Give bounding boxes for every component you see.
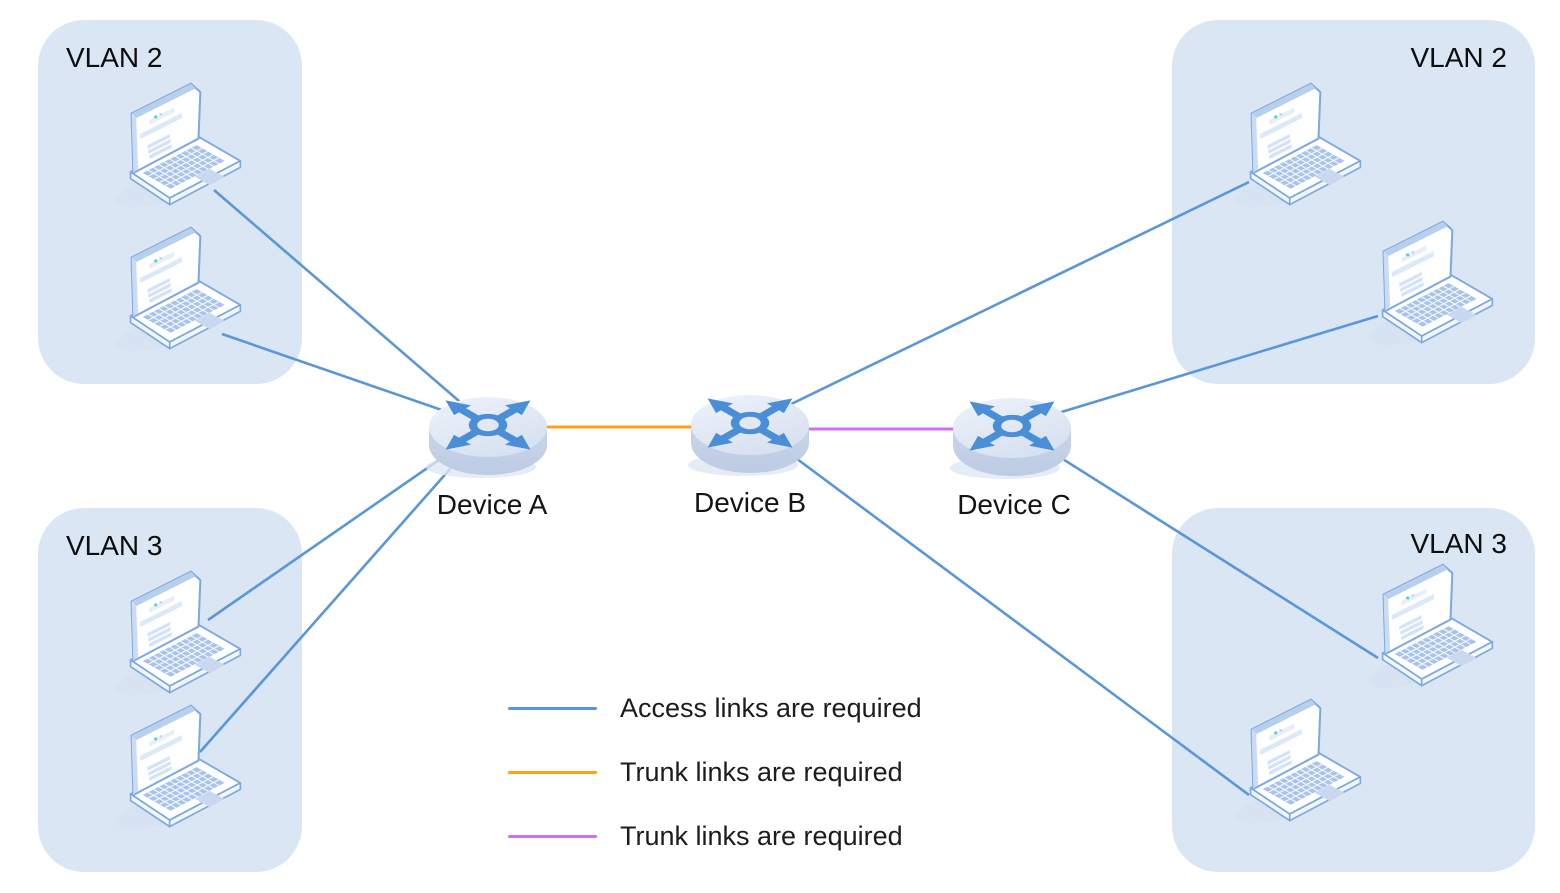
legend-row-access: Access links are required [508, 688, 922, 728]
access-link-swatch [508, 706, 597, 710]
device-c-label: Device C [957, 489, 1071, 520]
legend-label-access: Access links are required [620, 692, 922, 723]
vlan-group-top-right [1172, 20, 1535, 384]
vlan-label-bottom-right: VLAN 3 [1410, 528, 1508, 559]
switch-icon-device-b [688, 393, 809, 476]
legend-row-trunk-orange: Trunk links are required [508, 752, 903, 792]
device-b-label: Device B [693, 487, 807, 518]
vlan-label-top-right: VLAN 2 [1410, 42, 1508, 73]
vlan-group-bottom-right [1172, 508, 1535, 872]
vlan-label-bottom-left: VLAN 3 [66, 530, 163, 561]
vlan-group-top-left [38, 20, 302, 384]
switch-icon-device-a [426, 395, 547, 478]
vlan-label-top-left: VLAN 2 [66, 42, 163, 73]
legend-row-trunk-purple: Trunk links are required [508, 816, 903, 856]
trunk-link-orange-swatch [508, 770, 597, 774]
vlan-group-bottom-left [38, 508, 302, 872]
legend-label-trunk-purple: Trunk links are required [620, 820, 903, 851]
device-a-label: Device A [436, 489, 548, 520]
legend-label-trunk-orange: Trunk links are required [620, 756, 903, 787]
trunk-link-purple-swatch [508, 834, 597, 838]
switch-icon-device-c [950, 396, 1071, 479]
